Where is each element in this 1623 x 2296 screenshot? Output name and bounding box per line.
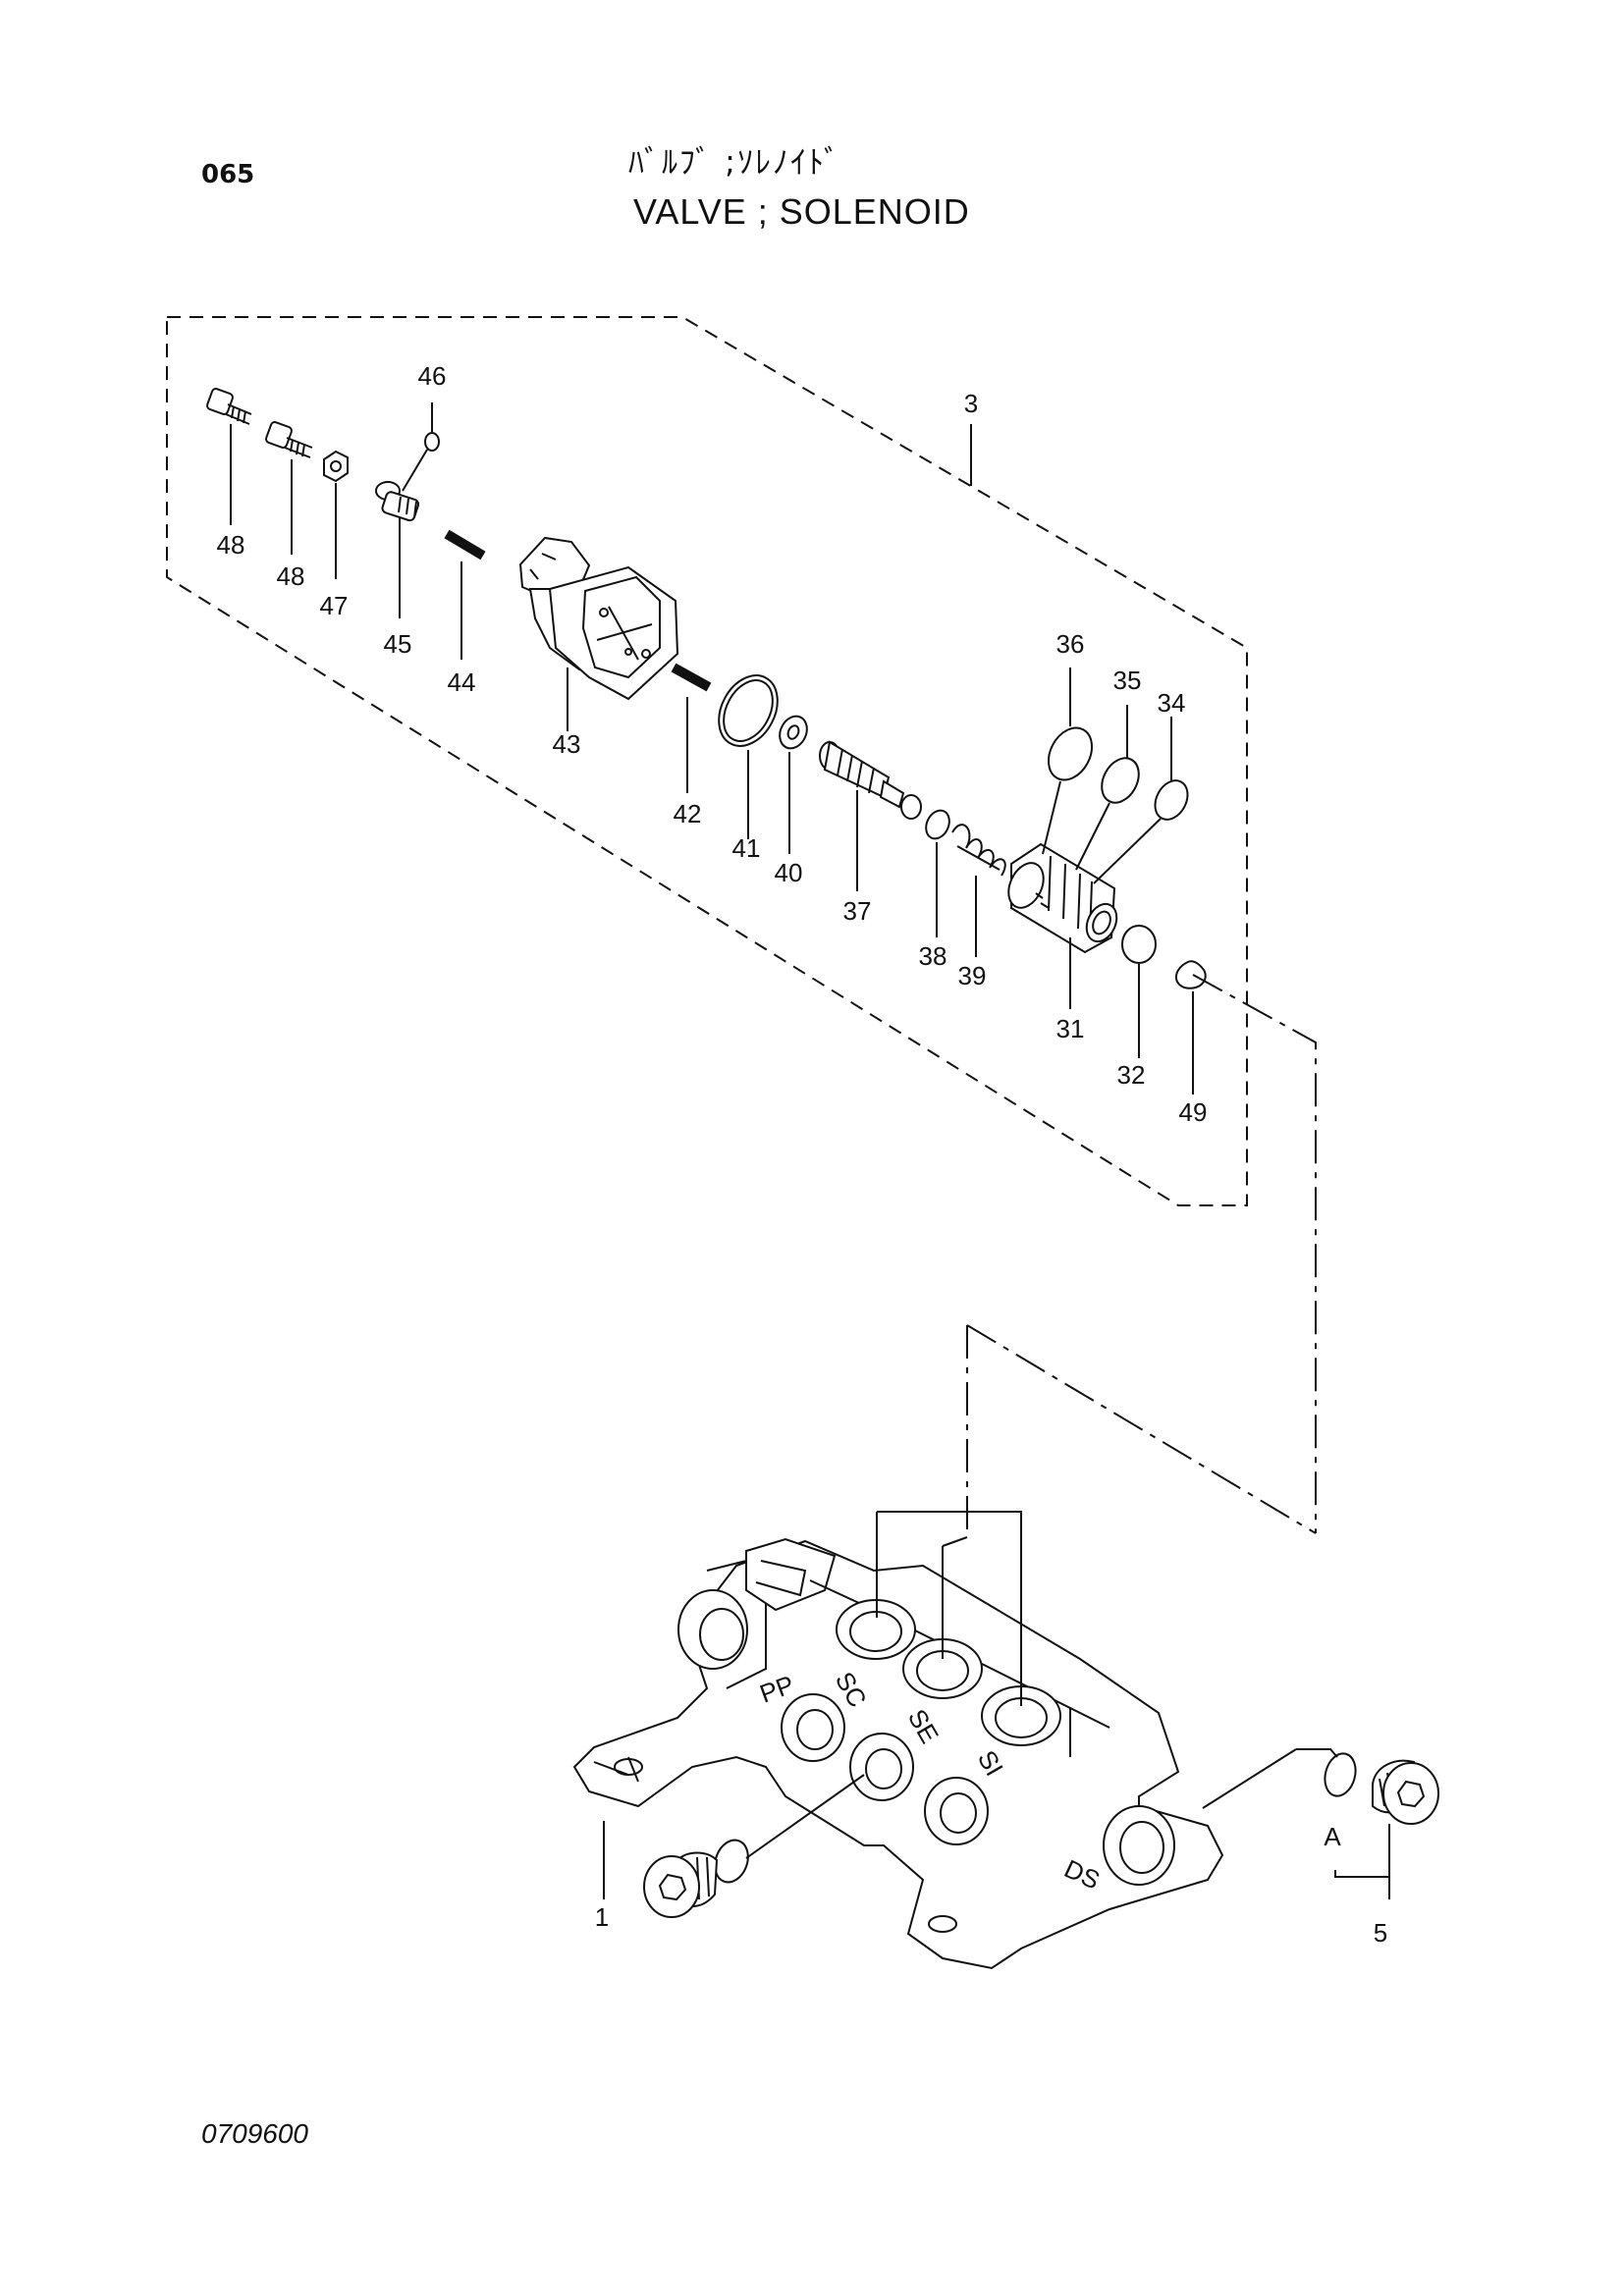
plug-5-right (1202, 1748, 1439, 1899)
callout-34: 34 (1158, 688, 1186, 718)
o-ring-35 (1075, 705, 1140, 871)
callout-46: 46 (418, 361, 447, 391)
port-leaders (876, 1511, 1022, 1706)
callout-38: 38 (919, 941, 947, 971)
fitting-45 (375, 481, 420, 618)
o-ring-38 (925, 809, 950, 937)
o-ring-46 (402, 402, 440, 492)
pin-42 (671, 663, 712, 793)
nut-47 (323, 450, 349, 579)
ring-49 (1174, 960, 1207, 1095)
callout-1: 1 (595, 1902, 609, 1932)
routing-line-long (966, 1324, 1317, 1534)
callout-45: 45 (384, 629, 412, 659)
valve-body-1 (572, 1537, 1224, 1970)
spool-37 (819, 740, 922, 891)
o-ring-41 (718, 674, 779, 839)
callout-41: 41 (732, 833, 761, 863)
bolt-48-right (265, 421, 313, 555)
pin-44 (444, 529, 486, 660)
title-english: VALVE ; SOLENOID (633, 191, 970, 232)
callout-a: A (1324, 1822, 1341, 1851)
solenoid-43 (518, 536, 679, 731)
callout-36: 36 (1056, 629, 1085, 659)
callout-44: 44 (448, 667, 476, 697)
bolt-48-left (206, 388, 252, 525)
callout-3: 3 (964, 389, 978, 418)
callout-43: 43 (553, 729, 581, 759)
callout-31: 31 (1056, 1014, 1085, 1043)
callout-48-left: 48 (217, 530, 245, 560)
routing-line-right (1192, 974, 1317, 1533)
o-ring-34 (1093, 717, 1189, 884)
sleeve-31 (1007, 842, 1118, 1009)
washer-40 (779, 715, 808, 854)
callout-49: 49 (1179, 1097, 1208, 1127)
callout-32: 32 (1117, 1060, 1146, 1090)
title-japanese: ﾊﾞﾙﾌﾞ ;ｿﾚﾉｲﾄﾞ (628, 143, 841, 181)
callout-37: 37 (843, 896, 872, 926)
callout-42: 42 (674, 799, 702, 828)
plug-32 (1121, 925, 1157, 1058)
page-number: 065 (201, 160, 255, 189)
callout-47: 47 (320, 591, 349, 620)
callout-48-right: 48 (277, 561, 305, 591)
callout-35: 35 (1113, 666, 1142, 695)
spring-39 (951, 824, 1006, 957)
document-code: 0709600 (201, 2118, 309, 2149)
plug-left (643, 1774, 865, 1918)
callout-40: 40 (775, 858, 803, 887)
callout-39: 39 (958, 961, 987, 990)
callout-5: 5 (1374, 1918, 1387, 1948)
assembly-boundary (166, 316, 1248, 1206)
o-ring-36 (1042, 667, 1094, 855)
